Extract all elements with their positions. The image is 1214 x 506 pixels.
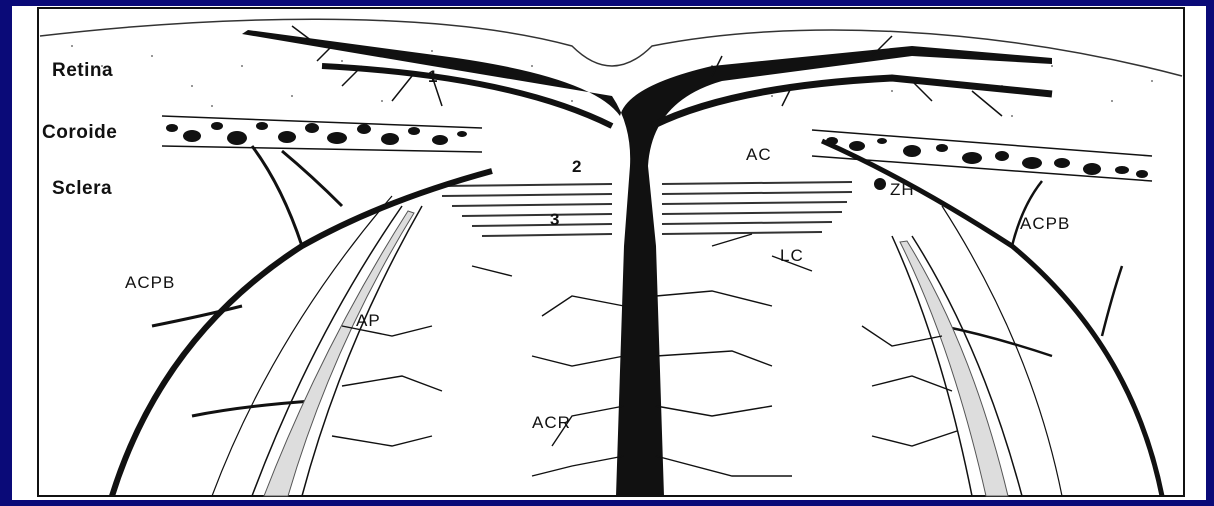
retina-surface — [40, 19, 1182, 76]
label-acpb-right: ACPB — [1020, 215, 1070, 232]
choroid-bottom-left — [162, 146, 482, 152]
label-3: 3 — [550, 211, 559, 228]
diagram-frame: Retina Coroide Sclera 1 2 3 AC ZH ACPB A… — [12, 6, 1206, 500]
optic-nerve-vascular-diagram — [12, 6, 1206, 500]
label-sclera: Sclera — [52, 179, 112, 198]
sheath-right-fill — [900, 241, 1008, 496]
sheath-left-inner — [302, 206, 422, 496]
label-ac: AC — [746, 146, 772, 163]
label-lc: LC — [780, 247, 804, 264]
illustration-border — [38, 8, 1184, 496]
choroid-top-left — [162, 116, 482, 128]
label-acpb-left: ACPB — [125, 274, 175, 291]
branch-right-upper — [652, 78, 1052, 126]
label-ap: AP — [356, 312, 381, 329]
zh-node — [874, 178, 886, 190]
label-retina: Retina — [52, 61, 113, 80]
label-zh: ZH — [890, 181, 915, 198]
branch-left-upper — [322, 66, 612, 126]
label-coroide: Coroide — [42, 123, 117, 142]
label-1: 1 — [428, 68, 437, 85]
label-acr: ACR — [532, 414, 571, 431]
acpb-left-branches — [152, 146, 342, 416]
sheath-left-outer — [252, 206, 402, 496]
acpb-right-branches — [942, 181, 1122, 356]
label-2: 2 — [572, 158, 581, 175]
